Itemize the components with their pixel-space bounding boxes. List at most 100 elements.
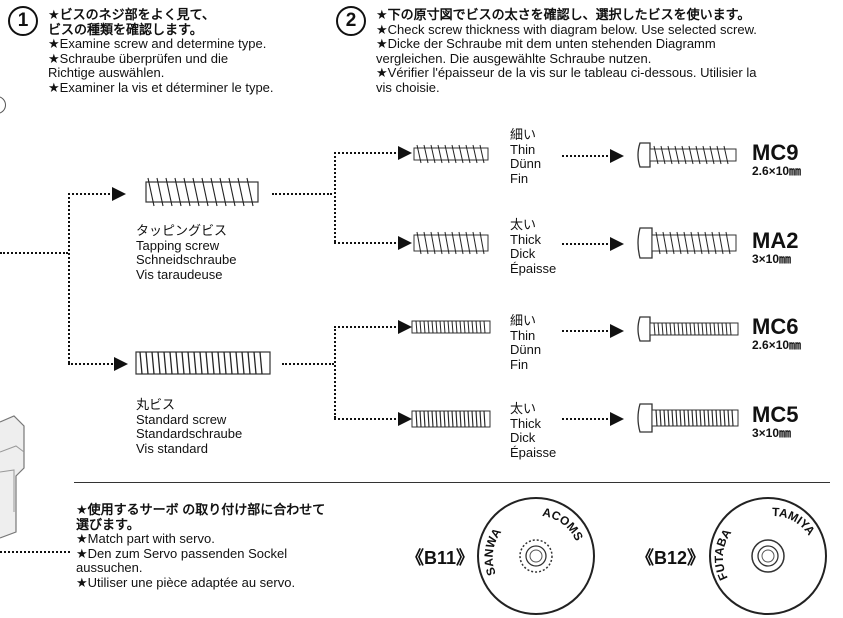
screw-code: MC9 [752,140,799,165]
servo-line: ★使用するサーボ の取り付け部に合わせて [76,502,326,517]
flow-arrow [398,236,412,250]
label-line: 細い [510,313,537,328]
servo-line: aussuchen. [76,560,143,575]
flow-arrow [610,237,624,251]
standard-screw-label: 丸ビス Standard screw Standardschraube Vis … [136,397,243,456]
flow-arrow [114,357,128,371]
flow-line [334,152,400,154]
label-line: Dick [510,430,536,445]
step-2-line: vergleichen. Die ausgewählte Schraube nu… [376,50,652,66]
flow-line [334,326,400,328]
label-line: Vis taraudeuse [136,266,223,282]
thin-standard-screw [411,320,491,334]
servo-line: ★Match part with servo. [76,531,215,546]
b12-part: FUTABA TAMIYA [709,497,827,615]
flow-line [562,418,612,420]
tapping-screw-illustration [145,177,259,207]
flow-line [68,193,114,195]
servo-line: ★Den zum Servo passenden Sockel [76,545,288,561]
result-ma2: MA2 3×10㎜ [752,228,799,267]
step-1-line: ★Schraube überprüfen und die [48,50,229,66]
step-2-line: ★Dicke der Schraube mit dem unten stehen… [376,36,716,51]
screw-code: MC6 [752,314,799,339]
label-line: Dünn [510,156,542,171]
result-mc6: MC6 2.6×10㎜ [752,314,801,353]
flow-line [68,193,70,363]
step-2-number: 2 [336,6,366,36]
flow-line [334,326,336,418]
thick-tapping-screw [413,231,489,255]
label-line: Thick [510,415,542,431]
label-line: 太い [510,401,537,416]
label-line: Fin [510,356,529,372]
mc5-screw [637,403,739,433]
step-2-line: ★Check screw thickness with diagram belo… [376,21,757,37]
label-line: 細い [510,127,537,142]
step-1-line: ★Examine screw and determine type. [48,36,267,51]
label-line: Dünn [510,342,542,357]
step-1-line: ★Examiner la vis et déterminer le type. [48,79,274,95]
flow-arrow [112,187,126,201]
screw-size: 3×10㎜ [752,252,792,266]
ma2-screw [637,227,737,259]
step-1-line: Richtige auswählen. [48,65,165,80]
flow-line [0,252,68,254]
flow-line [562,155,612,157]
step-2-line: ★Vérifier l'épaisseur de la vis sur le t… [376,65,757,80]
flow-line [562,243,612,245]
flow-line [334,418,400,420]
flow-line [0,551,70,553]
label-line: Thin [510,327,536,343]
label-line: タッピングビス [136,223,228,238]
screw-size: 2.6×10㎜ [752,164,802,178]
result-mc9: MC9 2.6×10㎜ [752,140,802,179]
thick-label: 太い Thick Dick Épaisse [510,217,557,276]
servo-part-illustration [0,415,25,539]
label-line: 丸ビス [136,397,176,412]
step-1-line: ★ビスのネジ部をよく見て、 [48,7,216,22]
mc6-screw [637,316,739,342]
thin-label: 細い Thin Dünn Fin [510,127,542,186]
label-line: 太い [510,217,537,232]
screw-code: MA2 [752,228,799,253]
step-1-number: 1 [8,6,38,36]
flow-arrow [398,146,412,160]
flow-arrow [610,149,624,163]
screw-size: 3×10㎜ [752,426,792,440]
step-2-instructions: ★下の原寸図でビスの太さを確認し、選択したビスを使います。 ★Check scr… [376,7,757,95]
label-line: Schneidschraube [136,252,237,267]
b11-label: 《B11》 [406,548,475,568]
servo-instructions: ★使用するサーボ の取り付け部に合わせて 選びます。 ★Match part w… [76,502,326,590]
edge-fragment [0,96,6,114]
thin-label: 細い Thin Dünn Fin [510,313,542,372]
label-line: Standard screw [136,411,227,427]
thin-tapping-screw [413,144,489,164]
servo-line: 選びます。 [76,516,140,532]
label-line: Thick [510,231,542,247]
label-line: Épaisse [510,444,557,460]
screw-code: MC5 [752,402,799,427]
label-line: Thin [510,141,536,157]
flow-line [282,363,334,365]
thick-standard-screw [411,410,491,428]
label-line: Vis standard [136,440,209,456]
step-2-line: vis choisie. [376,79,440,95]
standard-screw-illustration [135,351,271,375]
label-line: Épaisse [510,260,557,276]
label-line: Dick [510,246,536,261]
flow-arrow [398,320,412,334]
mc9-screw [637,142,737,168]
flow-arrow [398,412,412,426]
flow-arrow [610,324,624,338]
flow-line [272,193,332,195]
label-line: Tapping screw [136,237,220,253]
b11-part: SANWA ACOMS [477,497,595,615]
flow-line [68,363,116,365]
flow-arrow [610,412,624,426]
label-line: Standardschraube [136,426,243,441]
b12-label: 《B12》 [636,548,706,568]
flow-line [562,330,612,332]
step-1-line: ビスの種類を確認します。 [48,21,203,37]
thick-label: 太い Thick Dick Épaisse [510,401,557,460]
result-mc5: MC5 3×10㎜ [752,402,799,441]
